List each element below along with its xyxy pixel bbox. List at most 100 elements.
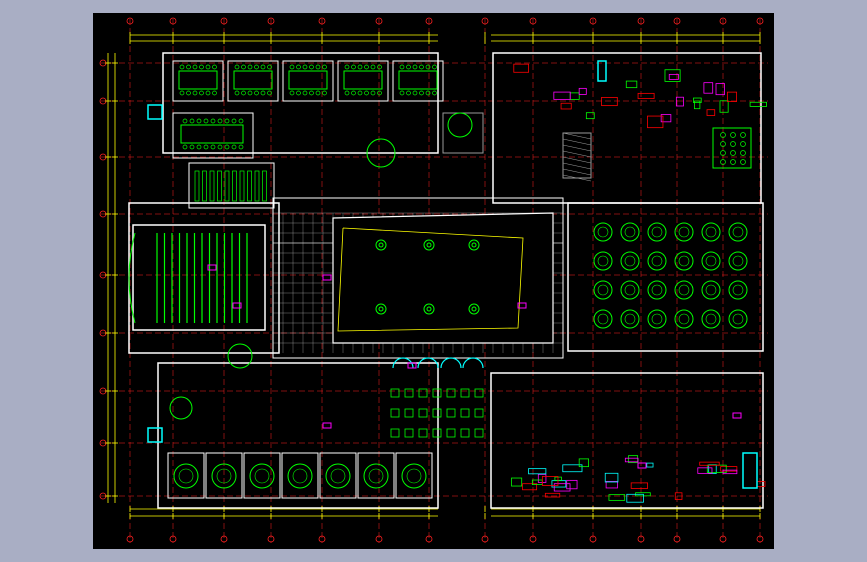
- banquet-table: [733, 256, 743, 266]
- chair-icon: [190, 145, 194, 149]
- lobby-furniture: [707, 110, 715, 116]
- hatch-line: [563, 139, 591, 145]
- wall-outline: [491, 373, 763, 508]
- banquet-table: [621, 252, 639, 270]
- desk-row: [225, 171, 229, 201]
- banquet-table: [625, 256, 635, 266]
- banquet-table: [729, 281, 747, 299]
- chair-icon: [741, 160, 746, 165]
- chair-icon: [345, 91, 349, 95]
- chair-icon: [193, 91, 197, 95]
- glazing-frame: [743, 453, 757, 488]
- kitchen-equipment: [609, 495, 625, 501]
- chair-icon: [323, 65, 327, 69]
- round-table: [212, 464, 236, 488]
- chair-icon: [358, 65, 362, 69]
- banquet-table: [598, 227, 608, 237]
- chair-icon: [248, 65, 252, 69]
- chair-icon: [400, 65, 404, 69]
- banquet-table: [679, 227, 689, 237]
- banquet-table: [648, 281, 666, 299]
- dining-table: [433, 389, 441, 397]
- chair-icon: [378, 65, 382, 69]
- chair-icon: [225, 145, 229, 149]
- chair-icon: [316, 91, 320, 95]
- chair-icon: [242, 65, 246, 69]
- banquet-table: [733, 227, 743, 237]
- chair-icon: [239, 119, 243, 123]
- chair-icon: [741, 151, 746, 156]
- banquet-table: [729, 252, 747, 270]
- chair-icon: [290, 65, 294, 69]
- desk-row: [195, 171, 199, 201]
- chair-icon: [731, 133, 736, 138]
- dining-table: [234, 71, 272, 89]
- kitchen-equipment: [605, 473, 618, 482]
- chair-icon: [731, 151, 736, 156]
- stair-core: [443, 113, 483, 153]
- chair-icon: [297, 65, 301, 69]
- private-room: [282, 453, 318, 498]
- chair-icon: [371, 65, 375, 69]
- cad-viewport[interactable]: [93, 13, 774, 549]
- chair-icon: [232, 145, 236, 149]
- chair-icon: [365, 91, 369, 95]
- chair-icon: [310, 91, 314, 95]
- banquet-table: [702, 310, 720, 328]
- chair-icon: [235, 91, 239, 95]
- banquet-table: [675, 281, 693, 299]
- desk-row: [233, 171, 237, 201]
- chair-icon: [190, 119, 194, 123]
- dining-table: [447, 429, 455, 437]
- chair-icon: [255, 91, 259, 95]
- floor-plan-drawing: [93, 13, 774, 549]
- lobby-furniture: [514, 64, 529, 72]
- dining-table: [475, 409, 483, 417]
- chair-icon: [232, 119, 236, 123]
- chair-icon: [211, 145, 215, 149]
- chair-icon: [239, 145, 243, 149]
- chair-icon: [183, 145, 187, 149]
- banquet-table: [706, 256, 716, 266]
- chair-icon: [426, 91, 430, 95]
- round-table: [174, 464, 198, 488]
- dining-table: [391, 429, 399, 437]
- banquet-table: [675, 310, 693, 328]
- dining-table: [399, 71, 437, 89]
- chair-icon: [400, 91, 404, 95]
- conference-room: [173, 113, 253, 158]
- dining-table: [419, 389, 427, 397]
- chair-icon: [225, 119, 229, 123]
- chair-icon: [345, 65, 349, 69]
- lobby-furniture: [570, 93, 579, 100]
- banquet-table: [702, 223, 720, 241]
- desk-row: [255, 171, 259, 201]
- desk-row: [248, 171, 252, 201]
- round-table: [293, 469, 307, 483]
- banquet-table: [652, 227, 662, 237]
- chair-icon: [420, 91, 424, 95]
- lobby-furniture: [579, 88, 586, 94]
- classroom: [189, 163, 274, 208]
- kitchen-equipment: [529, 469, 546, 474]
- chair-icon: [213, 65, 217, 69]
- dining-table: [475, 429, 483, 437]
- chair-icon: [204, 145, 208, 149]
- banquet-table: [625, 285, 635, 295]
- lobby-furniture: [554, 92, 570, 99]
- banquet-table: [679, 256, 689, 266]
- lobby-furniture: [647, 116, 662, 128]
- private-room: [244, 453, 280, 498]
- chair-icon: [261, 91, 265, 95]
- chair-icon: [187, 65, 191, 69]
- banquet-table: [675, 223, 693, 241]
- banquet-table: [625, 227, 635, 237]
- dining-table: [447, 409, 455, 417]
- chair-icon: [193, 65, 197, 69]
- banquet-table: [598, 314, 608, 324]
- dining-table: [391, 409, 399, 417]
- chair-icon: [255, 65, 259, 69]
- round-table: [331, 469, 345, 483]
- banquet-table: [706, 227, 716, 237]
- round-table: [179, 469, 193, 483]
